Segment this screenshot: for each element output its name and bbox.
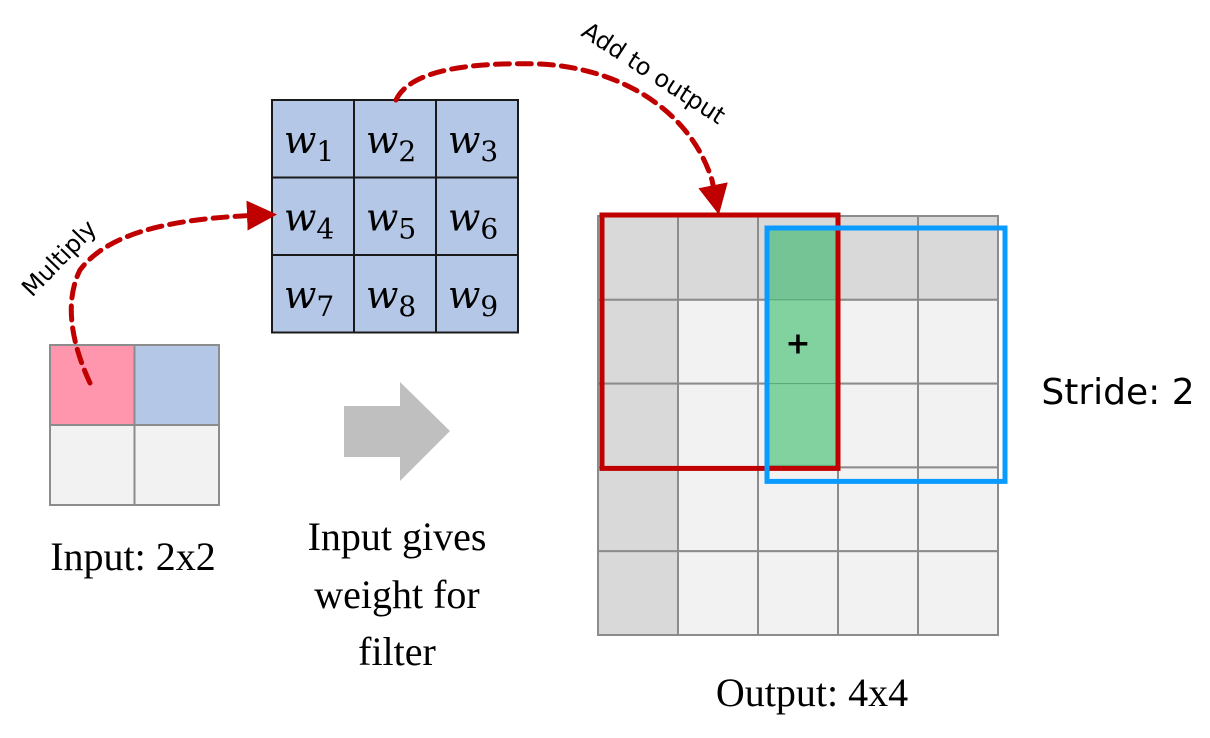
filter-cell-bg [353,176,437,256]
output-padding-cell [597,215,679,301]
weight-label: w6 [448,195,498,245]
input-label: Input: 2x2 [50,534,216,579]
filter-cell: w5 [353,176,437,256]
middle-caption: Input gives weight for filter [308,514,487,674]
filter-cell: w2 [353,99,437,179]
output-cell [837,382,919,469]
blue-filter-window [764,225,1008,484]
multiply-arrow [68,200,277,386]
caption-line-2: weight for [314,572,480,617]
output-cell [837,550,919,637]
input-cell-idle [133,424,220,506]
weight-label: w5 [366,195,416,245]
filter-grid: w1 w2 w3 w4 w5 w6 w7 w8 w9 [271,99,519,334]
filter-cell-bg [353,254,437,334]
input-cell-active [49,344,136,426]
input-cell-next [133,344,220,426]
output-padding-cell [677,215,759,301]
weight-label: w7 [284,273,334,323]
output-cell [837,298,919,385]
weight-label: w8 [366,273,416,323]
output-cell [677,550,759,637]
weight-label: w2 [366,118,416,168]
caption-line-3: filter [358,629,436,674]
output-padding-cell [597,298,679,385]
filter-cell-bg [271,99,355,179]
stride-label: Stride: 2 [1041,372,1194,413]
add-to-output-arrow [393,61,728,215]
output-cell [677,298,759,385]
input-cell-idle [49,424,136,506]
overlap-cell [767,383,837,466]
output-cell [917,550,999,637]
output-padding-cell [597,382,679,469]
weight-label: w3 [448,118,498,168]
red-filter-window [599,212,841,471]
filter-cell: w8 [353,254,437,334]
output-cell [917,382,999,469]
output-label: Output: 4x4 [716,670,908,715]
add-to-output-label: Add to output [577,17,731,130]
overlap-cell [767,299,837,385]
output-cell [677,466,759,553]
filter-cell: w3 [435,99,519,179]
output-cell [917,298,999,385]
filter-cell: w7 [271,254,355,334]
filter-cell-bg [435,254,519,334]
input-grid [49,344,220,506]
caption-line-1: Input gives [308,514,487,559]
output-overlays: + [599,212,1008,484]
filter-cell: w9 [435,254,519,334]
output-padding-cell [597,466,679,553]
filter-cell: w6 [435,176,519,256]
output-cell [757,550,839,637]
filter-cell: w1 [271,99,355,179]
weight-label: w4 [284,195,334,245]
output-grid [597,215,999,637]
output-padding-cell [597,550,679,637]
weight-label: w1 [284,118,334,168]
filter-cell-bg [435,99,519,179]
overlap-cell [767,229,837,301]
weight-label: w9 [448,273,498,323]
output-cell [677,382,759,469]
filter-cell-bg [435,176,519,256]
filter-cell: w4 [271,176,355,256]
big-right-arrow-icon [344,382,450,481]
plus-icon: + [785,327,810,362]
